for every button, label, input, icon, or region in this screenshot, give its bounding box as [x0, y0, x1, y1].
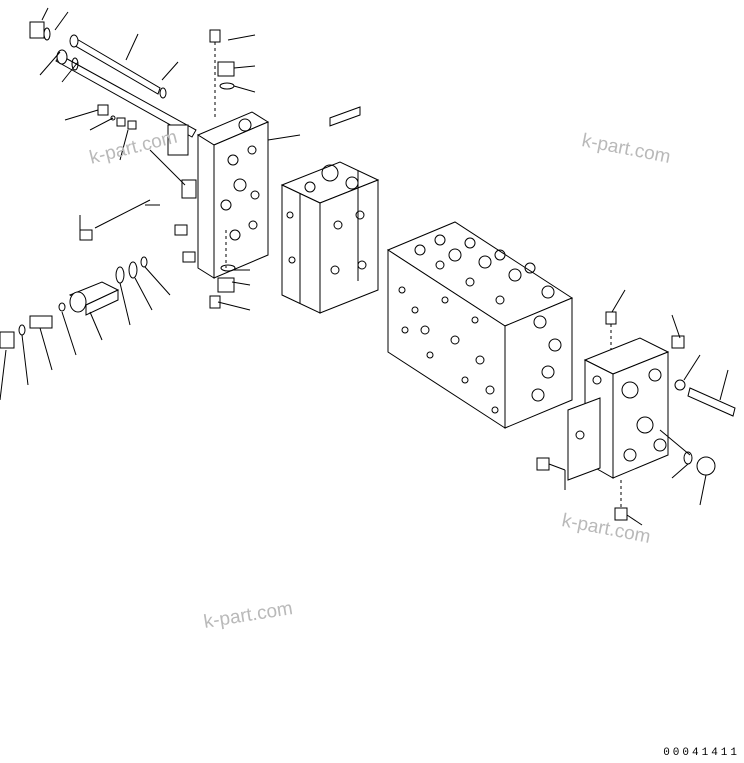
right-end-section [537, 312, 735, 520]
small-fittings [80, 105, 150, 240]
middle-section-block [282, 107, 378, 313]
spool-plug-assembly [0, 257, 147, 348]
left-section-valve [168, 112, 268, 278]
main-valve-block [388, 222, 572, 428]
left-bolt-assembly [30, 22, 196, 137]
left-plugs [210, 30, 235, 308]
drawing-number: 00041411 [663, 747, 740, 759]
leader-lines [0, 8, 728, 525]
